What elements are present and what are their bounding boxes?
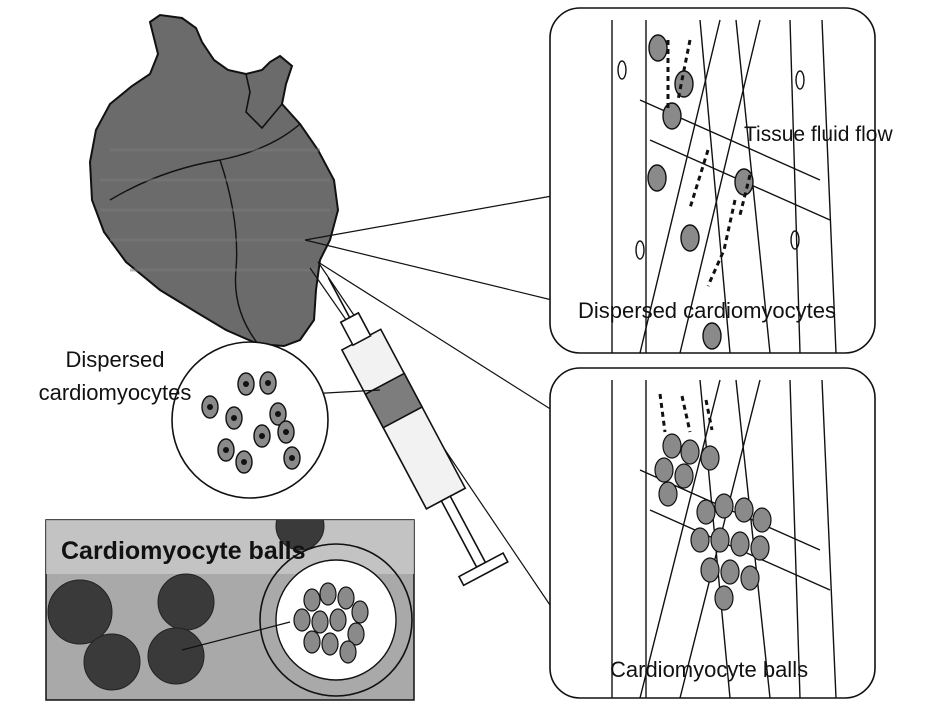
tissue-fluid-flow-label: Tissue fluid flow (744, 123, 893, 147)
cardiomyocyte-balls-photo (46, 502, 414, 700)
dispersed-cardiomyocytes-left-label: Dispersed cardiomyocytes (20, 343, 210, 409)
heart-illustration (90, 15, 338, 346)
tissue-balls-panel (550, 368, 875, 698)
cardiomyocyte-balls-panel-label: Cardiomyocyte balls (610, 657, 808, 683)
dispersed-cardiomyocytes-top-label: Dispersed cardiomyocytes (578, 298, 836, 324)
cardiomyocyte-balls-photo-label: Cardiomyocyte balls (61, 537, 306, 566)
